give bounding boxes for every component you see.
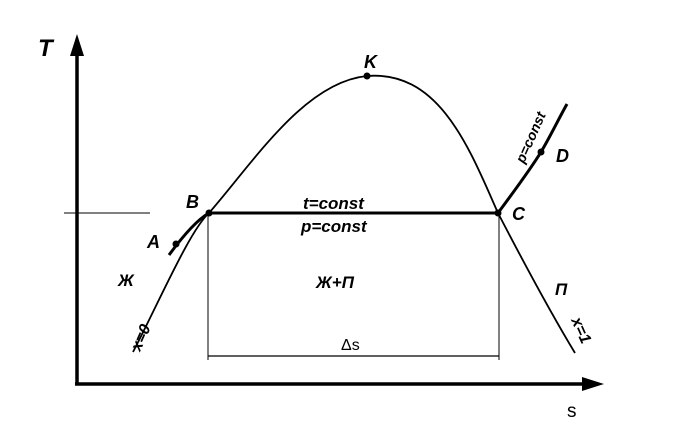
y-axis-label: T [38, 35, 55, 62]
liquid-curve-a-b [167, 211, 210, 256]
point-a-label: A [146, 232, 160, 252]
point-c-marker [494, 209, 502, 217]
delta-s-label: Δs [341, 337, 360, 354]
x-axis-label: s [567, 401, 577, 422]
point-d-marker [537, 148, 545, 156]
point-b-marker [205, 209, 213, 217]
region-liquid-label: Ж [117, 271, 135, 290]
isobar-label: p=const [300, 217, 368, 236]
y-axis-arrow [70, 34, 84, 56]
isotherm-label: t=const [303, 194, 365, 213]
point-k-marker [363, 72, 371, 80]
x-axis-arrow [582, 377, 604, 391]
superheated-isobar-label: p=const [512, 108, 550, 166]
point-c-label: C [512, 204, 526, 224]
region-vapor-label: П [555, 280, 568, 299]
curve-x0-label: x=0 [128, 322, 155, 355]
point-a-marker [172, 240, 180, 248]
point-d-label: D [556, 146, 569, 166]
point-k-label: K [364, 52, 379, 72]
point-b-label: B [186, 192, 199, 212]
region-wet-label: Ж+П [315, 273, 355, 292]
curve-x1-label: x=1 [567, 314, 594, 347]
